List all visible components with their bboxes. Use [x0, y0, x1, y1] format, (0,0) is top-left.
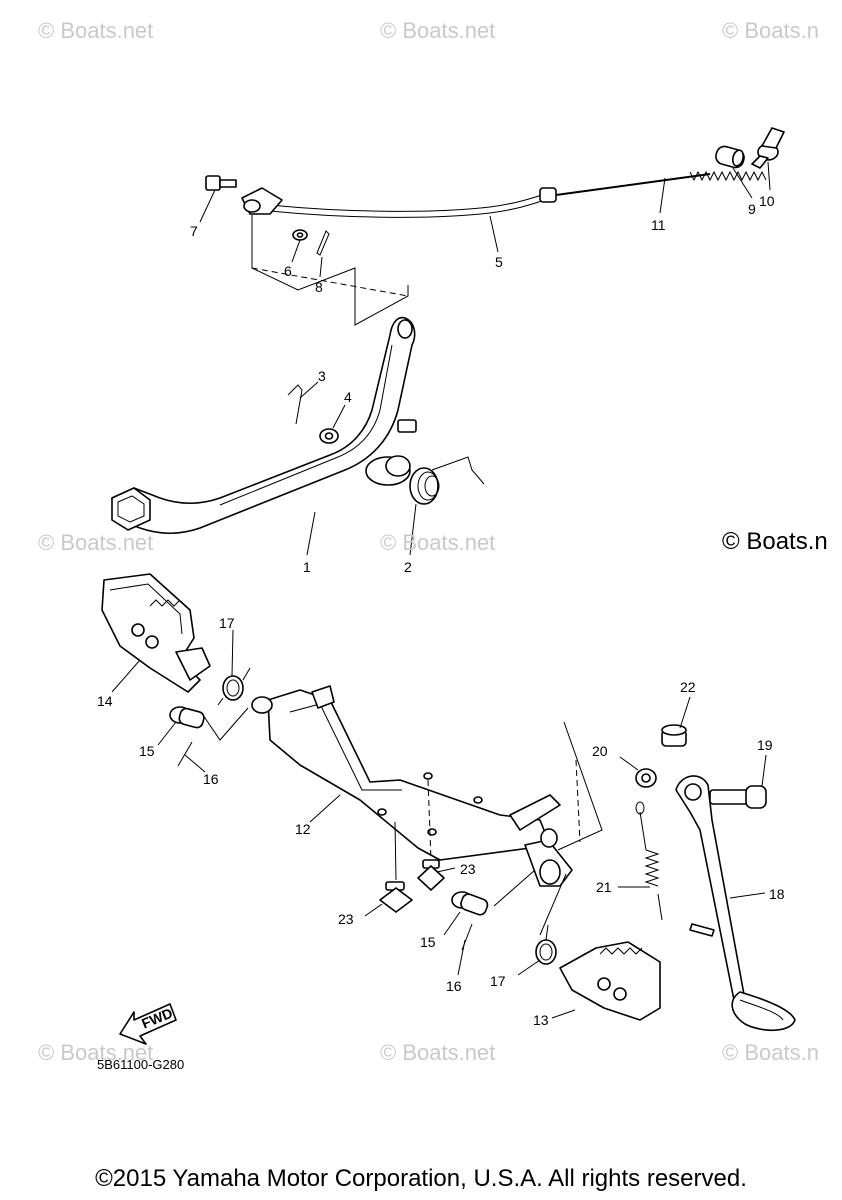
brake-cable: [269, 173, 711, 218]
callout-5: 5: [495, 254, 503, 270]
watermark: © Boats.n: [722, 18, 819, 43]
pin-15-lower: [451, 891, 489, 916]
watermark: © Boats.n: [722, 1040, 819, 1065]
callout-13: 13: [533, 1012, 549, 1028]
callout-17-upper: 17: [219, 615, 235, 631]
callout-7: 7: [190, 223, 198, 239]
callout-15-upper: 15: [139, 743, 155, 759]
spring-17-upper: [217, 667, 251, 706]
callout-3: 3: [318, 368, 326, 384]
watermark: © Boats.net: [38, 1040, 154, 1065]
spring-21: [635, 801, 663, 921]
return-spring-11: [689, 170, 767, 182]
callout-10: 10: [759, 193, 775, 209]
sidestand: [675, 775, 796, 1032]
washer-6: [292, 229, 308, 241]
diagram-code: 5B61100-G280: [97, 1057, 185, 1072]
collar-20: [635, 768, 657, 788]
bolt-23-right: [417, 859, 445, 891]
callout-20: 20: [592, 743, 608, 759]
callout-12: 12: [295, 821, 311, 837]
leader-lines: [111, 161, 771, 1019]
watermark: © Boats.net: [380, 530, 496, 555]
watermark: © Boats.net: [38, 18, 154, 43]
callout-22: 22: [680, 679, 696, 695]
callout-2: 2: [404, 559, 412, 575]
pedal-spring-2: [409, 456, 485, 505]
bolt-7: [205, 175, 237, 191]
callout-4: 4: [344, 389, 352, 405]
cotter-pin-3: [287, 384, 303, 425]
callout-23-left: 23: [338, 911, 354, 927]
callout-labels: 1 2 3 4 5 6 7 8 9 10 11 12 13 14 15 15 1…: [97, 193, 785, 1028]
fwd-arrow: FWD: [119, 1003, 177, 1045]
callout-9: 9: [748, 201, 756, 217]
callout-15-lower: 15: [420, 934, 436, 950]
spring-17-lower: [535, 924, 557, 965]
callout-17-lower: 17: [490, 973, 506, 989]
callout-21: 21: [596, 879, 612, 895]
joint-9: [715, 145, 745, 169]
collar-22: [661, 724, 687, 747]
footrest-14: [101, 573, 211, 693]
cotter-pin-8: [316, 230, 330, 256]
washer-4: [319, 428, 339, 444]
watermark: © Boats.net: [380, 18, 496, 43]
watermark-dark: © Boats.n: [722, 528, 828, 555]
callout-23-right: 23: [460, 861, 476, 877]
bolt-19: [709, 785, 767, 809]
watermark: © Boats.net: [38, 530, 154, 555]
cotter-pin-16-upper: [177, 741, 193, 767]
copyright-notice: ©2015 Yamaha Motor Corporation, U.S.A. A…: [95, 1165, 747, 1192]
watermark: © Boats.net: [380, 1040, 496, 1065]
footrest-13: [559, 941, 661, 1021]
pin-15-upper: [169, 706, 205, 729]
callout-19: 19: [757, 737, 773, 753]
callout-16-lower: 16: [446, 978, 462, 994]
brake-pedal: [111, 316, 417, 535]
footrest-hinge: [524, 828, 573, 887]
callout-1: 1: [303, 559, 311, 575]
callout-16-upper: 16: [203, 771, 219, 787]
bolt-23-left: [379, 881, 413, 913]
cable-end-bracket: [241, 187, 283, 215]
callout-11: 11: [651, 217, 666, 233]
callout-6: 6: [284, 263, 292, 279]
callout-18: 18: [769, 886, 785, 902]
wing-nut-10: [751, 127, 785, 169]
callout-8: 8: [315, 279, 323, 295]
callout-14: 14: [97, 693, 113, 709]
